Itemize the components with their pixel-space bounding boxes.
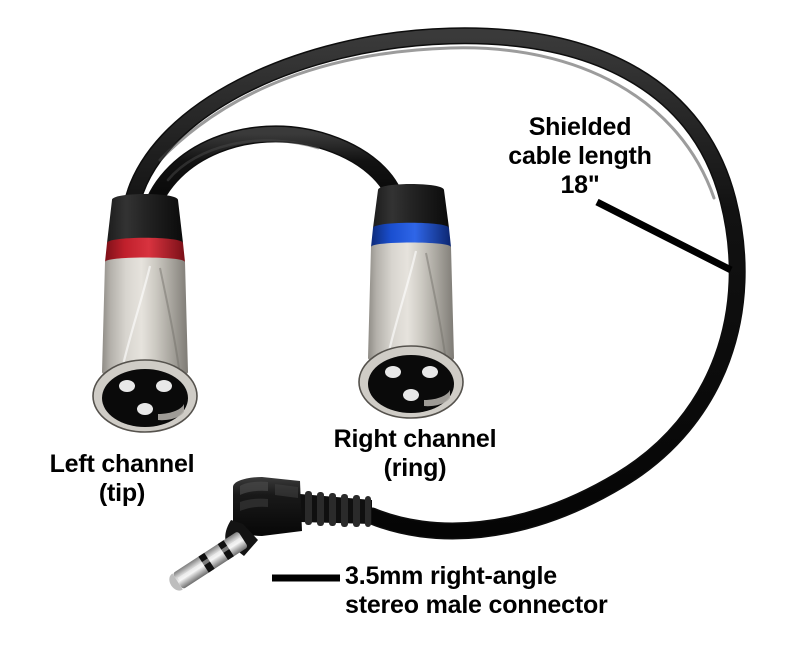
3.5mm-trs-right-angle-plug	[169, 477, 372, 591]
xlr-pin	[422, 366, 438, 378]
label-right-channel: Right channel (ring)	[333, 425, 497, 482]
xlr-pin	[385, 366, 401, 378]
xlr-pin	[137, 403, 153, 415]
trs-contacts	[169, 532, 248, 591]
strain-relief	[300, 491, 372, 527]
right-xlr-male-connector	[358, 184, 464, 419]
cable-inner-branch	[141, 125, 405, 221]
label-left-channel: Left channel (tip)	[49, 450, 195, 507]
xlr-pin	[156, 380, 172, 392]
trs-ring-insulator	[198, 552, 215, 573]
label-3.5mm-connector: 3.5mm right-angle stereo male connector	[345, 562, 608, 619]
cable-outer-loop	[122, 27, 746, 540]
label-cable-length: Shielded cable length 18"	[508, 113, 652, 199]
xlr-pin	[119, 380, 135, 392]
leader-line-cable-length	[595, 198, 733, 274]
left-xlr-male-connector	[92, 194, 198, 433]
xlr-pin	[403, 389, 419, 401]
trs-ring-insulator	[217, 540, 234, 561]
